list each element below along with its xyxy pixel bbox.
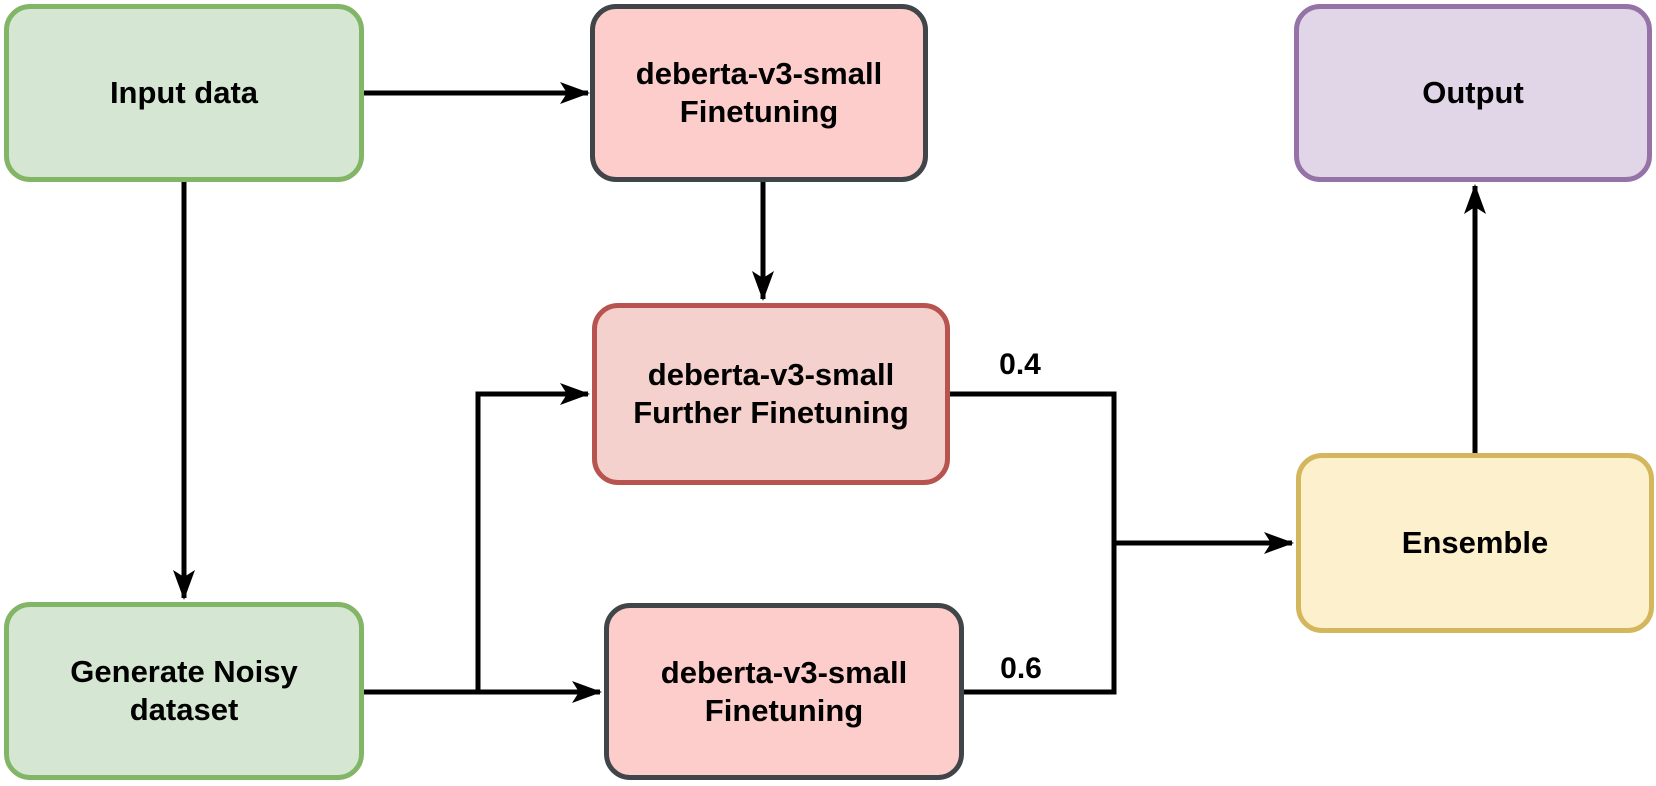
node-output: Output	[1294, 4, 1652, 182]
node-further-finetuning: deberta-v3-small Further Finetuning	[592, 303, 950, 485]
node-finetuning-top-label: deberta-v3-small Finetuning	[635, 56, 883, 129]
node-finetuning-bottom: deberta-v3-small Finetuning	[604, 603, 964, 780]
node-finetuning-top: deberta-v3-small Finetuning	[590, 4, 928, 182]
edge-finetune-bottom-to-merge	[964, 540, 1117, 695]
edge-noisy-to-further	[475, 383, 590, 692]
node-ensemble-label: Ensemble	[1401, 525, 1549, 561]
node-input-data-label: Input data	[109, 75, 259, 111]
edge-further-to-merge	[950, 391, 1117, 546]
node-input-data: Input data	[4, 4, 364, 182]
node-generate-noisy-dataset: Generate Noisy dataset	[4, 602, 364, 780]
node-output-label: Output	[1422, 75, 1524, 111]
node-generate-noisy-dataset-label: Generate Noisy dataset	[70, 654, 298, 727]
node-finetuning-bottom-label: deberta-v3-small Finetuning	[660, 654, 908, 728]
node-ensemble: Ensemble	[1296, 453, 1654, 633]
edge-weight-label-finetune-bottom: 0.6	[994, 652, 1048, 686]
edge-weight-label-further: 0.4	[993, 348, 1047, 382]
node-further-finetuning-label: deberta-v3-small Further Finetuning	[633, 357, 909, 430]
